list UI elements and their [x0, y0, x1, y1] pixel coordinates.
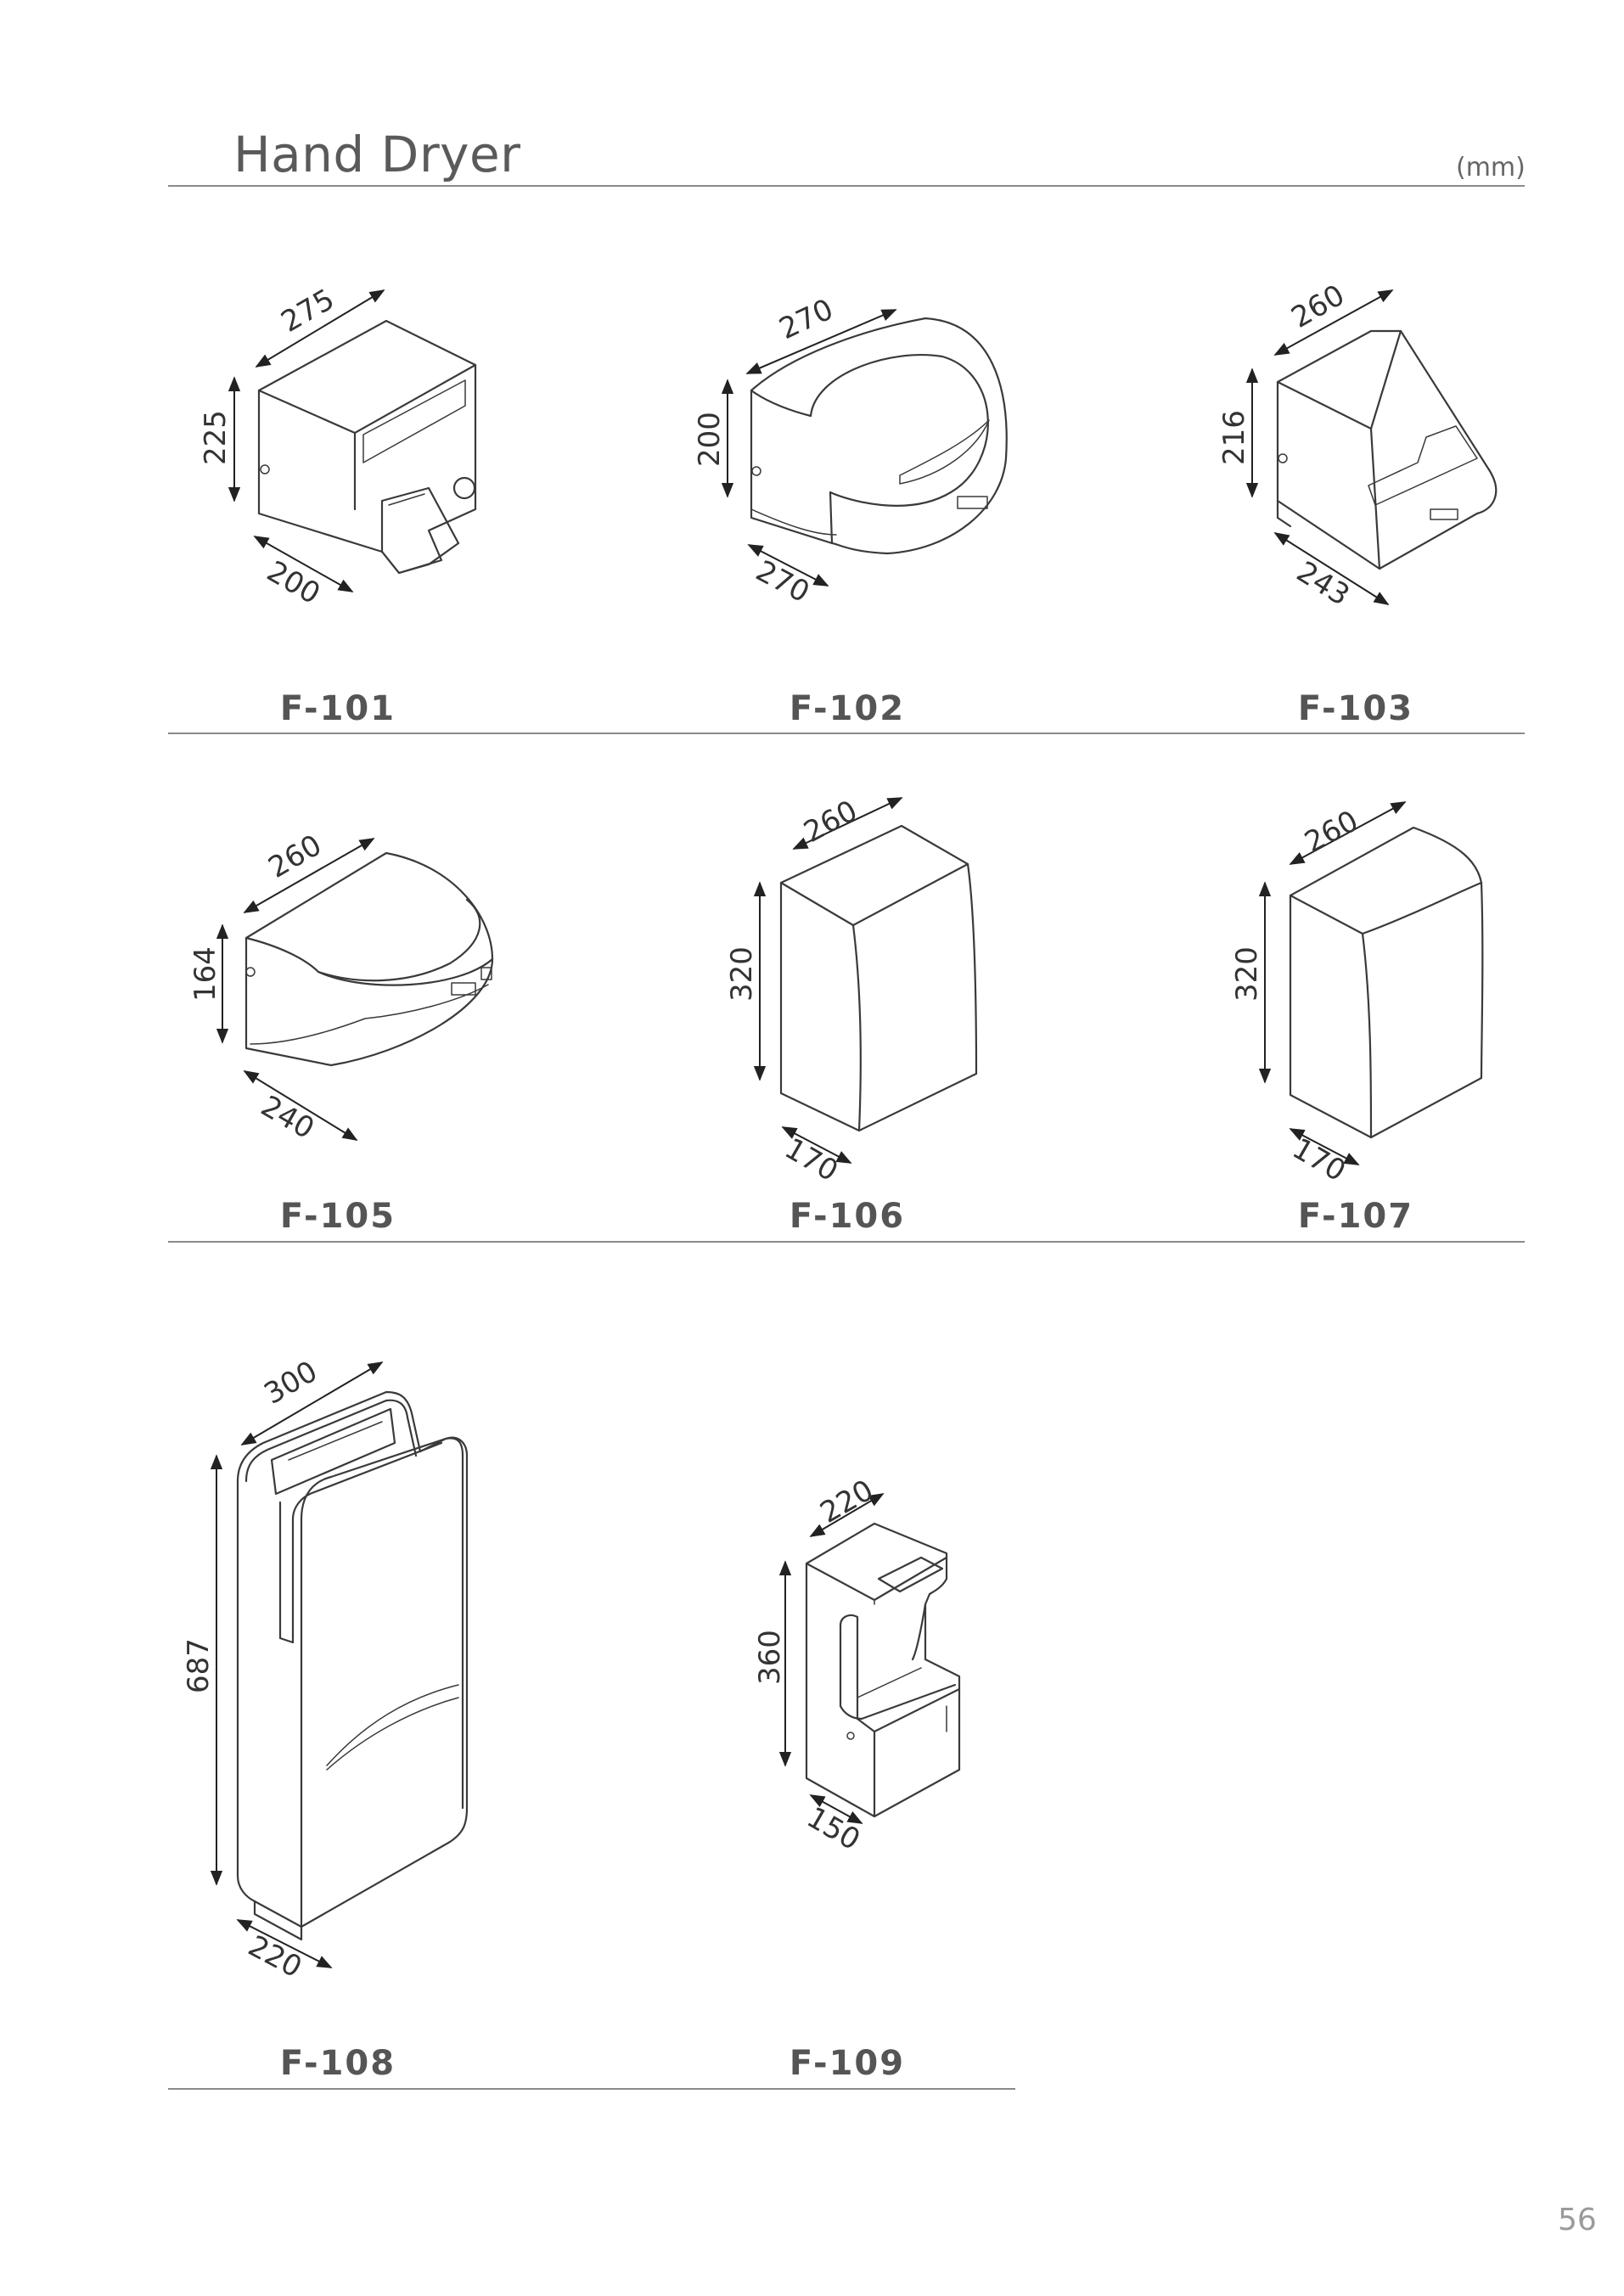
dim-depth-f106: 170 [779, 1131, 844, 1188]
dim-height-f101: 225 [199, 410, 233, 465]
product-drawing-f105: 260 164 240 [188, 828, 494, 1146]
model-label-f109: F-109 [789, 2044, 906, 2083]
dimension-height-f105: 164 [188, 923, 229, 1044]
model-label-f101: F-101 [279, 689, 396, 728]
dim-width-f105: 260 [263, 828, 328, 885]
model-label-f108: F-108 [279, 2044, 396, 2083]
product-drawing-f103: 260 216 243 [1217, 278, 1498, 613]
dimension-depth-f101: 200 [253, 536, 354, 611]
model-label-f105: F-105 [279, 1197, 396, 1236]
model-label-f102: F-102 [789, 689, 906, 728]
dim-depth-f109: 150 [801, 1800, 866, 1857]
dimension-depth-f107: 170 [1287, 1128, 1360, 1188]
dim-depth-f103: 243 [1290, 555, 1355, 613]
dim-height-f106: 320 [725, 946, 759, 1002]
product-drawing-f101: 275 225 200 [199, 283, 477, 611]
dimension-depth-f102: 270 [747, 544, 829, 610]
dimension-depth-f109: 150 [801, 1794, 866, 1857]
unit-label: (mm) [1456, 153, 1526, 182]
dim-height-f103: 216 [1217, 410, 1251, 465]
dimension-height-f101: 225 [199, 376, 241, 502]
dim-height-f102: 200 [693, 412, 727, 467]
dim-depth-f105: 240 [256, 1089, 320, 1146]
model-label-f103: F-103 [1297, 689, 1414, 728]
dimension-depth-f106: 170 [779, 1126, 852, 1188]
page-title: Hand Dryer [233, 126, 521, 183]
dim-height-f108: 687 [182, 1638, 216, 1693]
product-drawing-f106: 260 320 170 [725, 794, 978, 1188]
dimension-width-f107: 260 [1289, 801, 1407, 865]
dimension-height-f109: 360 [753, 1560, 792, 1767]
dimension-height-f106: 320 [725, 881, 767, 1081]
row-rule-1 [168, 733, 1525, 734]
dimension-height-f108: 687 [182, 1454, 223, 1886]
dim-depth-f107: 170 [1287, 1131, 1351, 1188]
dim-width-f107: 260 [1299, 804, 1363, 860]
dim-depth-f102: 270 [750, 554, 815, 610]
dim-height-f105: 164 [188, 946, 222, 1002]
dimension-width-f101: 275 [255, 283, 385, 368]
product-drawing-f108: 300 687 220 [182, 1355, 469, 1984]
product-drawing-f102: 270 200 270 [693, 292, 1008, 610]
page-number: 56 [1558, 2203, 1597, 2237]
model-label-f107: F-107 [1297, 1197, 1414, 1236]
dim-width-f109: 220 [815, 1474, 879, 1530]
dim-width-f103: 260 [1286, 278, 1351, 335]
product-drawing-f109: 220 360 150 [753, 1474, 961, 1857]
dim-width-f101: 275 [276, 283, 340, 340]
dim-depth-f101: 200 [261, 554, 326, 611]
dimension-height-f107: 320 [1230, 881, 1272, 1084]
dimension-height-f102: 200 [693, 379, 734, 498]
dim-height-f109: 360 [753, 1630, 787, 1685]
dimension-width-f109: 220 [809, 1474, 885, 1537]
dimension-width-f106: 260 [792, 794, 903, 850]
product-drawing-f107: 260 320 170 [1230, 801, 1484, 1188]
dim-height-f107: 320 [1230, 946, 1264, 1002]
row-rule-2 [168, 1241, 1525, 1243]
dimension-width-f103: 260 [1273, 278, 1394, 356]
dimension-height-f103: 216 [1217, 368, 1259, 498]
row-rule-3 [168, 2088, 1015, 2090]
dimension-depth-f105: 240 [243, 1070, 358, 1146]
dimension-depth-f103: 243 [1273, 532, 1390, 613]
model-label-f106: F-106 [789, 1197, 906, 1236]
header-rule [168, 185, 1525, 187]
